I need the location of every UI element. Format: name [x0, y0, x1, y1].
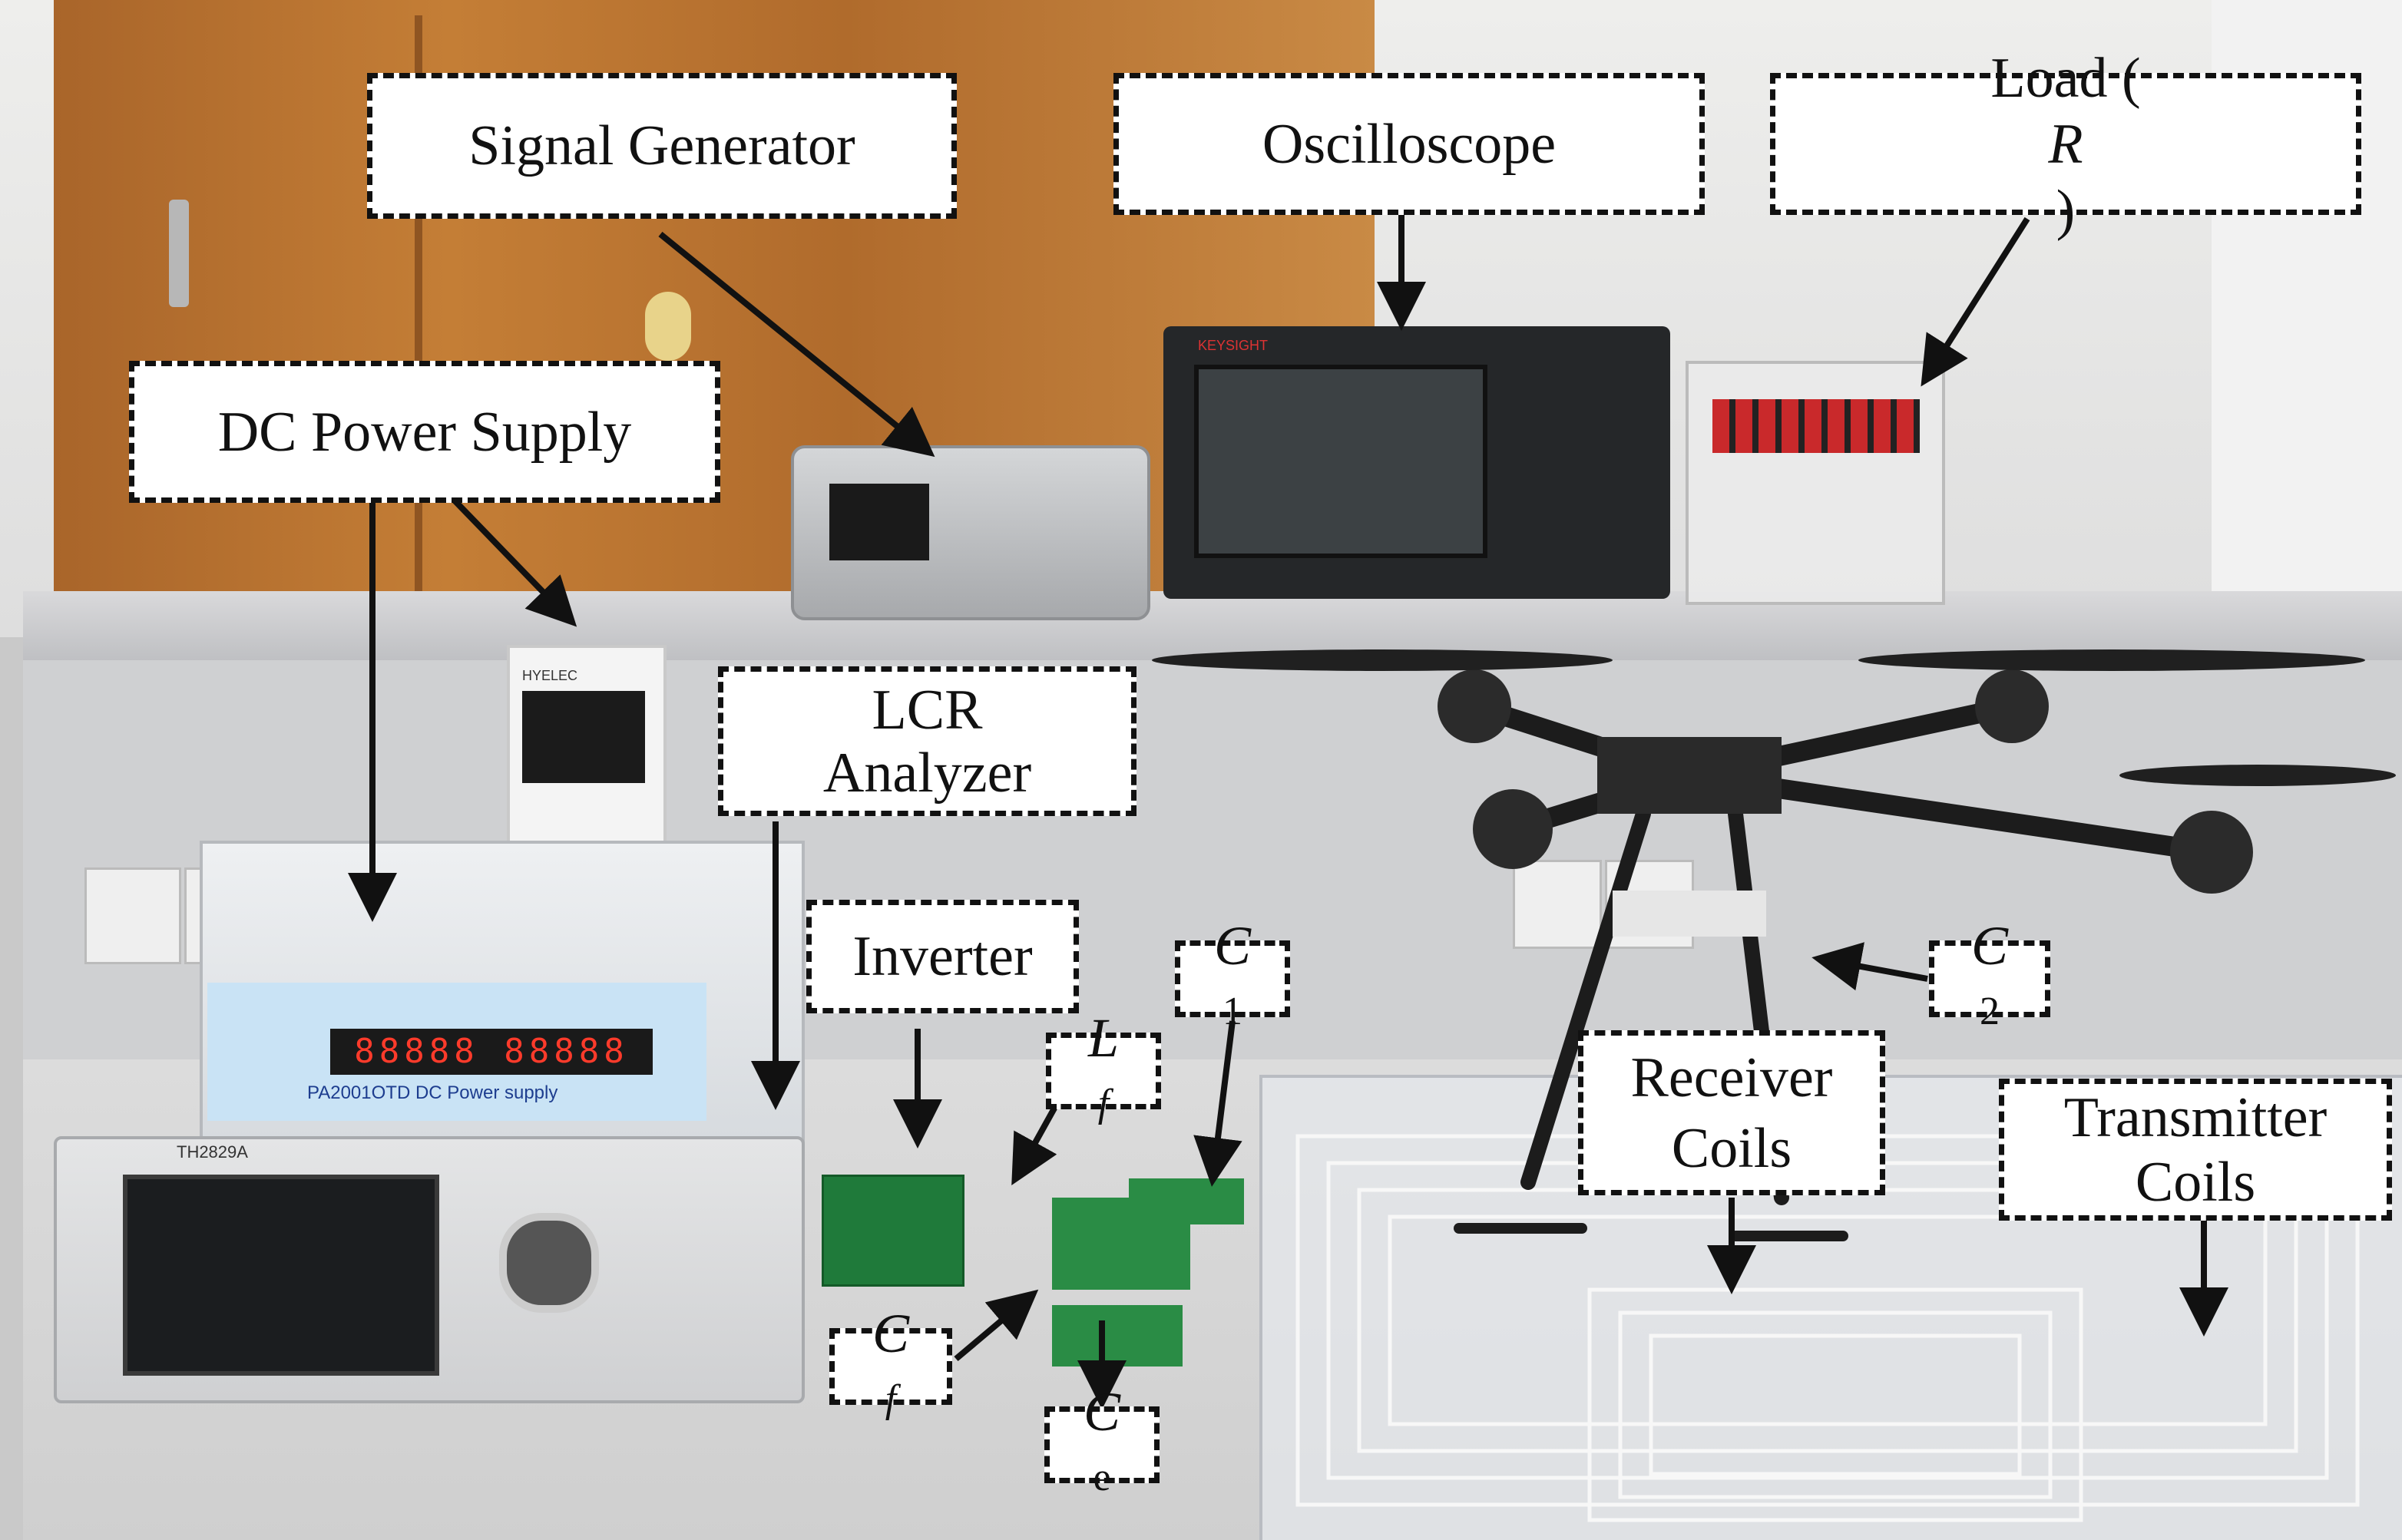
- arrow-dc-small: [451, 497, 577, 627]
- load-terminals: [1712, 399, 1920, 453]
- label-load: Load (R): [1770, 47, 2361, 242]
- arrow-load: [1921, 216, 2030, 387]
- lcr-meter-model: TH2829A: [177, 1142, 248, 1162]
- wall-socket: [84, 867, 181, 964]
- wall-socket: [1513, 860, 1602, 949]
- dc-supply-small-brand: HYELEC: [522, 668, 578, 683]
- label-dc-power-supply: DC Power Supply: [129, 361, 720, 503]
- signal-generator-screen: [829, 484, 929, 560]
- label-lcr-analyzer: LCR Analyzer: [718, 666, 1136, 816]
- door-hinge: [169, 200, 189, 307]
- oscilloscope-screen: [1194, 365, 1487, 558]
- label-inverter: Inverter: [806, 900, 1079, 1013]
- drone: [1152, 649, 2396, 1241]
- ce-pcb: [1052, 1305, 1183, 1367]
- arrow-c1: [1193, 1020, 1242, 1187]
- door-stop: [645, 292, 691, 361]
- arrow-c2: [1811, 942, 1928, 991]
- inverter-pcb: [822, 1175, 964, 1287]
- lcr-meter-screen: [123, 1175, 439, 1376]
- arrow-signal-generator: [658, 231, 935, 458]
- label-transmitter-coils: Transmitter Coils: [1999, 1079, 2392, 1221]
- label-signal-generator: Signal Generator: [367, 73, 957, 219]
- dc-supply-large-display: 88888 88888: [330, 1029, 653, 1075]
- arrow-cf: [954, 1289, 1039, 1362]
- label-oscilloscope: Oscilloscope: [1113, 73, 1705, 215]
- arrow-lf: [1011, 1104, 1059, 1185]
- label-receiver-coils: Receiver Coils: [1578, 1030, 1885, 1195]
- door-panel-line: [415, 15, 422, 599]
- dc-supply-small-display: [522, 691, 645, 783]
- oscilloscope-brand: KEYSIGHT: [1198, 338, 1269, 353]
- dc-supply-large-label: PA2001OTD DC Power supply: [307, 1082, 558, 1103]
- lcr-meter-knob: [499, 1213, 599, 1313]
